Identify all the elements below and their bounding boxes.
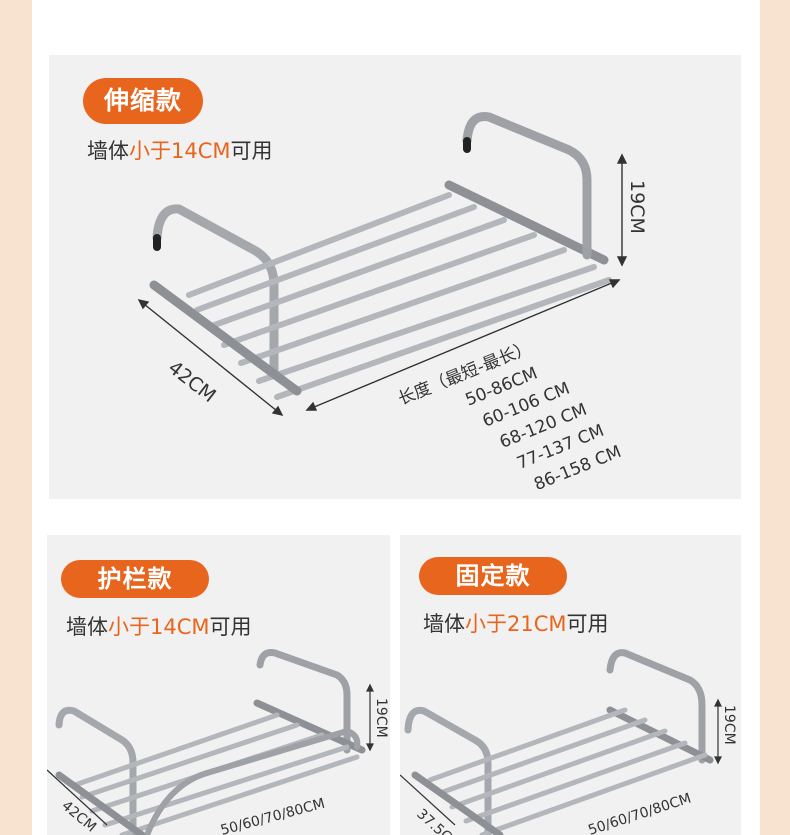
panel-telescopic: 19CM 42CM 长度（最短-最长） 50-86CM 60-106 CM 68… (49, 55, 741, 499)
wall-prefix: 墙体 (66, 615, 108, 639)
length-dimension-label: 50/60/70/80CM (586, 790, 693, 835)
length-dimension-label: 50/60/70/80CM (219, 796, 327, 835)
wall-requirement: 墙体小于21CM可用 (423, 608, 609, 638)
wall-prefix: 墙体 (423, 612, 465, 636)
panel-guardrail: 19CM 42CM 50/60/70/80CM 护栏款 墙体小于14CM可用 (47, 535, 390, 835)
wall-highlight: 小于14CM (129, 139, 231, 163)
rack-illustration-telescopic: 19CM 42CM 长度（最短-最长） 50-86CM 60-106 CM 68… (137, 112, 648, 495)
model-badge-telescopic: 伸缩款 (83, 78, 203, 124)
wall-requirement: 墙体小于14CM可用 (66, 611, 252, 641)
depth-dimension-label: 42CM (164, 357, 220, 407)
wall-prefix: 墙体 (87, 139, 129, 163)
wall-suffix: 可用 (230, 139, 273, 163)
panel-fixed: 19CM 37.5CM 50/60/70/80CM 固定款 墙体小于21CM可用 (400, 535, 741, 835)
model-badge-guardrail: 护栏款 (61, 560, 209, 598)
wall-highlight: 小于14CM (108, 615, 210, 639)
rack-illustration-fixed: 19CM 37.5CM 50/60/70/80CM (400, 649, 737, 835)
wall-suffix: 可用 (566, 612, 609, 636)
height-dimension-label: 19CM (373, 698, 389, 738)
height-dimension-label: 19CM (721, 705, 737, 745)
height-dimension-label: 19CM (626, 180, 648, 234)
rack-illustration-guardrail: 19CM 42CM 50/60/70/80CM (47, 649, 389, 835)
model-badge-fixed: 固定款 (419, 557, 567, 595)
wall-requirement: 墙体小于14CM可用 (87, 135, 273, 165)
wall-highlight: 小于21CM (465, 612, 567, 636)
wall-suffix: 可用 (209, 615, 252, 639)
